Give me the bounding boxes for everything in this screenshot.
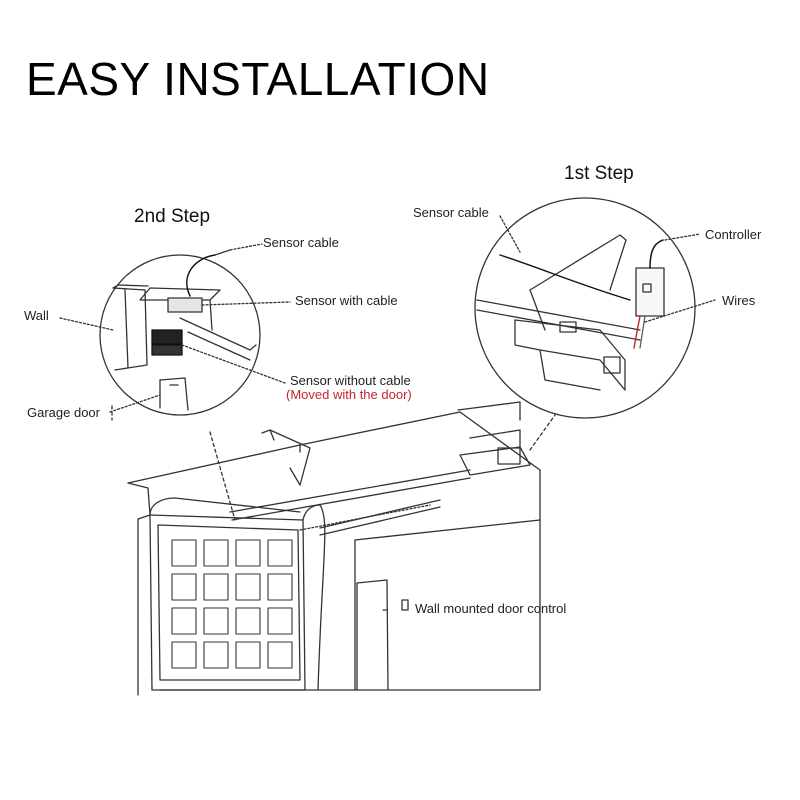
opener-rail — [229, 401, 556, 536]
wall-label: Wall — [24, 308, 49, 323]
garage-door-label: Garage door — [27, 405, 100, 420]
wall-control-label: Wall mounted door control — [415, 601, 567, 616]
step1-heading: 1st Step — [564, 163, 634, 184]
back-door — [356, 579, 389, 691]
page-title: EASY INSTALLATION — [26, 53, 490, 105]
sensor-without-cable-label: Sensor without cable — [290, 373, 411, 388]
step2-heading: 2nd Step — [134, 206, 211, 227]
controller-label: Controller — [705, 227, 762, 242]
step2-sensor-cable-label: Sensor cable — [263, 235, 339, 250]
wires-label: Wires — [722, 293, 756, 308]
step1-sensor-cable-label: Sensor cable — [413, 205, 489, 220]
garage-outline — [127, 411, 541, 696]
step1-circle — [474, 197, 716, 419]
step2-circle — [59, 243, 291, 416]
wall-control-box — [401, 599, 409, 611]
garage-door — [149, 497, 326, 691]
sensor-with-cable-label: Sensor with cable — [295, 293, 398, 308]
moved-with-door-label: (Moved with the door) — [286, 387, 412, 402]
